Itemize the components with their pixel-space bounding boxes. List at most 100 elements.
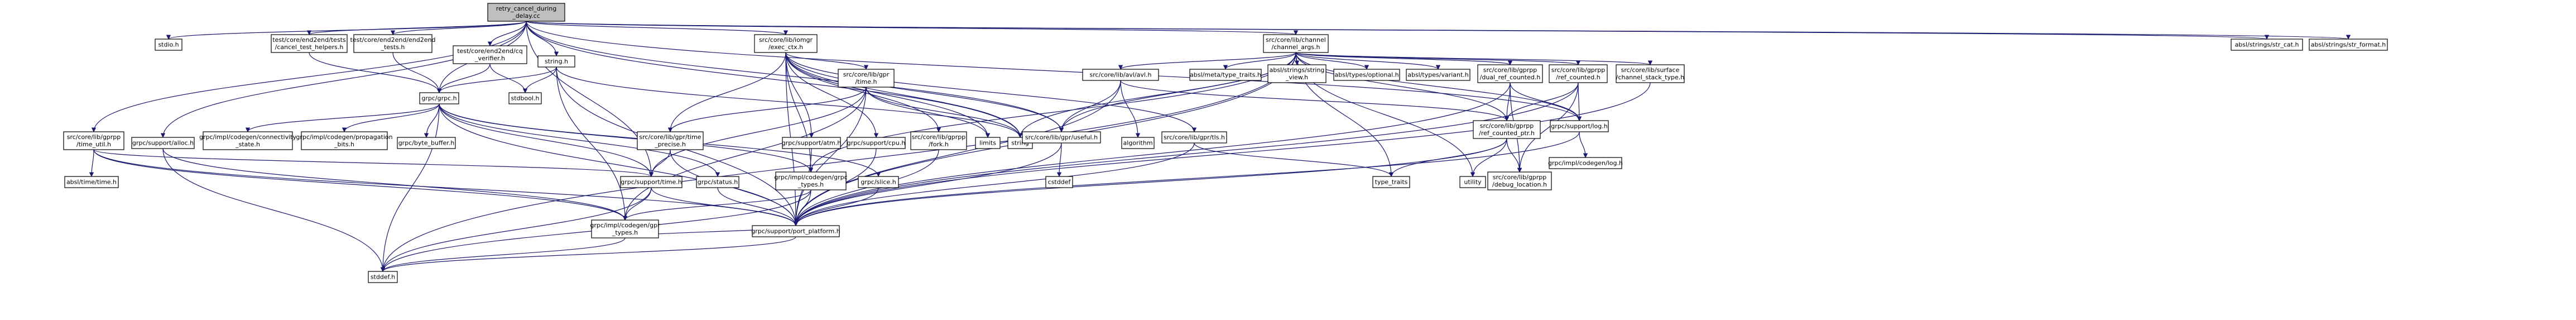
- node-box-port_platform: [752, 225, 840, 237]
- node-dual_ref[interactable]: src/core/lib/gprpp/dual_ref_counted.h: [1477, 64, 1543, 83]
- node-type_traits_std: type_traits: [1372, 176, 1410, 188]
- node-box-channel_args: [1263, 34, 1329, 53]
- node-box-gpr_fork: [910, 131, 967, 150]
- edge-log-to-port_platform: [793, 131, 1580, 226]
- node-box-type_traits_std: [1372, 176, 1410, 188]
- node-label-gpr_types: grpc/impl/codegen/gpr: [590, 222, 660, 229]
- edge-exec_ctx-to-gpr_cpu: [785, 52, 879, 138]
- node-label-cq_verifier: test/core/end2end/cq: [457, 47, 523, 55]
- node-label-optional: absl/types/optional.h: [1334, 71, 1398, 79]
- node-layer: retry_cancel_during_delay.cc stdio.h test/…: [63, 3, 2388, 283]
- node-connectivity[interactable]: grpc/impl/codegen/connectivity_state.h: [199, 131, 296, 150]
- node-label-propagation: grpc/impl/codegen/propagation: [296, 133, 392, 141]
- node-box-optional: [1333, 69, 1400, 81]
- node-label-gpr_time: /time.h: [855, 78, 877, 85]
- node-time_util[interactable]: src/core/lib/gprpp/time_util.h: [63, 131, 124, 150]
- edge-root-to-alloc: [160, 21, 527, 138]
- node-str_cat: absl/strings/str_cat.h: [2231, 39, 2303, 51]
- edge-time_precise-to-support_time: [648, 149, 671, 177]
- node-label-type_traits_absl: absl/meta/type_traits.h: [1190, 71, 1261, 79]
- edge-gpr_types-to-stddef: [380, 237, 626, 272]
- node-cq_verifier[interactable]: test/core/end2end/cq_verifier.h: [453, 45, 527, 64]
- node-avl[interactable]: src/core/lib/avl/avl.h: [1082, 69, 1159, 81]
- node-ref_counted[interactable]: src/core/lib/gprpp/ref_counted.h: [1549, 64, 1608, 83]
- edge-cancel_helpers-to-grpc_h: [309, 52, 442, 93]
- edge-ref_counted-to-debug_location: [1517, 82, 1579, 173]
- node-gpr_fork[interactable]: src/core/lib/gprpp/fork.h: [910, 131, 967, 150]
- node-label-time_precise: _precise.h: [654, 141, 686, 148]
- edge-gpr_time-to-limits: [866, 87, 991, 138]
- node-useful[interactable]: src/core/lib/gpr/useful.h: [1022, 131, 1101, 144]
- node-box-variant: [1406, 69, 1470, 81]
- node-port_platform[interactable]: grpc/support/port_platform.h: [751, 225, 840, 237]
- edge-channel_args-to-channel_stack_type: [1295, 52, 1652, 65]
- node-label-cq_verifier: _verifier.h: [474, 55, 505, 62]
- node-slice[interactable]: grpc/slice.h: [858, 176, 899, 188]
- node-label-codegen_log: grpc/impl/codegen/log.h: [1548, 160, 1623, 167]
- node-label-cancel_helpers: test/core/end2end/tests: [272, 36, 346, 44]
- node-algorithm: algorithm: [1121, 137, 1155, 149]
- node-channel_args[interactable]: src/core/lib/channel/channel_args.h: [1263, 34, 1329, 53]
- node-box-abs_time: [64, 176, 119, 188]
- edge-root-to-useful: [526, 21, 1064, 132]
- node-gpr_time[interactable]: src/core/lib/gpr/time.h: [838, 69, 895, 88]
- edge-codegen_types-to-gpr_types: [622, 189, 811, 221]
- node-grpc_h[interactable]: grpc/grpc.h: [419, 92, 459, 104]
- node-stdio: stdio.h: [155, 39, 182, 51]
- node-root[interactable]: retry_cancel_during_delay.cc: [487, 3, 565, 22]
- node-status[interactable]: grpc/status.h: [696, 176, 739, 188]
- node-box-byte_buffer: [397, 137, 456, 149]
- node-label-end2end_tests: test/core/end2end/end2end: [350, 36, 436, 44]
- node-label-channel_stack_type: /channel_stack_type.h: [1616, 74, 1685, 81]
- node-propagation[interactable]: grpc/impl/codegen/propagation_bits.h: [296, 131, 393, 150]
- node-label-stddef: stddef.h: [371, 274, 395, 281]
- node-log[interactable]: grpc/support/log.h: [1550, 120, 1609, 132]
- node-label-gpr_time: src/core/lib/gpr: [843, 71, 890, 78]
- node-label-byte_buffer: grpc/byte_buffer.h: [398, 140, 455, 147]
- node-gpr_types[interactable]: grpc/impl/codegen/gpr_types.h: [590, 219, 660, 238]
- node-box-stdio: [155, 39, 182, 51]
- edge-root-to-cq_verifier: [487, 21, 527, 46]
- edge-dual_ref-to-port_platform: [793, 82, 1511, 226]
- edge-grpc_h-to-codegen_types: [439, 103, 814, 173]
- edge-time_util-to-gpr_types: [93, 149, 628, 221]
- node-time_precise[interactable]: src/core/lib/gpr/time_precise.h: [637, 131, 704, 150]
- node-label-dual_ref: src/core/lib/gprpp: [1483, 66, 1537, 74]
- node-box-root: [487, 3, 565, 22]
- edge-ref_counted_ptr-to-debug_location: [1506, 138, 1522, 173]
- node-support_time[interactable]: grpc/support/time.h: [620, 176, 683, 188]
- edge-exec_ctx-to-string_std: [785, 52, 1023, 138]
- node-label-channel_stack_type: src/core/lib/surface: [1621, 66, 1680, 74]
- edge-root-to-time_util: [91, 21, 527, 132]
- node-label-connectivity: grpc/impl/codegen/connectivity: [199, 133, 296, 141]
- node-cancel_helpers[interactable]: test/core/end2end/tests/cancel_test_help…: [271, 34, 348, 53]
- node-utility: utility: [1459, 176, 1486, 188]
- node-label-gpr_fork: /fork.h: [929, 141, 949, 148]
- node-alloc[interactable]: grpc/support/alloc.h: [131, 137, 195, 149]
- node-debug_location[interactable]: src/core/lib/gprpp/debug_location.h: [1487, 171, 1552, 190]
- node-string_h[interactable]: string.h: [537, 55, 575, 68]
- edge-avl-to-ref_counted_ptr: [1120, 80, 1510, 121]
- edge-cq_verifier-to-grpc_h: [436, 63, 491, 93]
- node-exec_ctx[interactable]: src/core/lib/iomgr/exec_ctx.h: [754, 34, 818, 53]
- edge-time_util-to-support_time: [93, 149, 653, 177]
- edge-ref_counted_ptr-to-port_platform: [793, 138, 1507, 226]
- edge-channel_args-to-ref_counted_ptr: [1295, 52, 1510, 121]
- edge-exec_ctx-to-gpr_atm: [785, 52, 814, 138]
- node-label-time_util: /time_util.h: [76, 141, 111, 148]
- edge-exec_ctx-to-gpr_time: [785, 52, 869, 70]
- node-gpr_cpu[interactable]: grpc/support/cpu.h: [847, 137, 906, 149]
- node-label-root: retry_cancel_during: [496, 5, 557, 12]
- node-end2end_tests[interactable]: test/core/end2end/end2end_tests.h: [350, 34, 436, 53]
- edge-tls-to-port_platform: [793, 142, 1195, 226]
- node-label-string_view: absl/strings/string: [1270, 66, 1325, 74]
- node-ref_counted_ptr[interactable]: src/core/lib/gprpp/ref_counted_ptr.h: [1473, 120, 1541, 139]
- node-gpr_atm[interactable]: grpc/support/atm.h: [782, 137, 841, 149]
- node-codegen_log[interactable]: grpc/impl/codegen/log.h: [1548, 157, 1623, 169]
- edge-string_h-to-string_std: [556, 66, 1023, 138]
- node-tls[interactable]: src/core/lib/gpr/tls.h: [1161, 131, 1227, 144]
- node-codegen_types[interactable]: grpc/impl/codegen/grpc_types.h: [774, 171, 848, 190]
- node-channel_stack_type[interactable]: src/core/lib/surface/channel_stack_type.…: [1616, 64, 1685, 83]
- node-label-log: grpc/support/log.h: [1551, 123, 1607, 130]
- node-label-ref_counted_ptr: /ref_counted_ptr.h: [1479, 130, 1535, 137]
